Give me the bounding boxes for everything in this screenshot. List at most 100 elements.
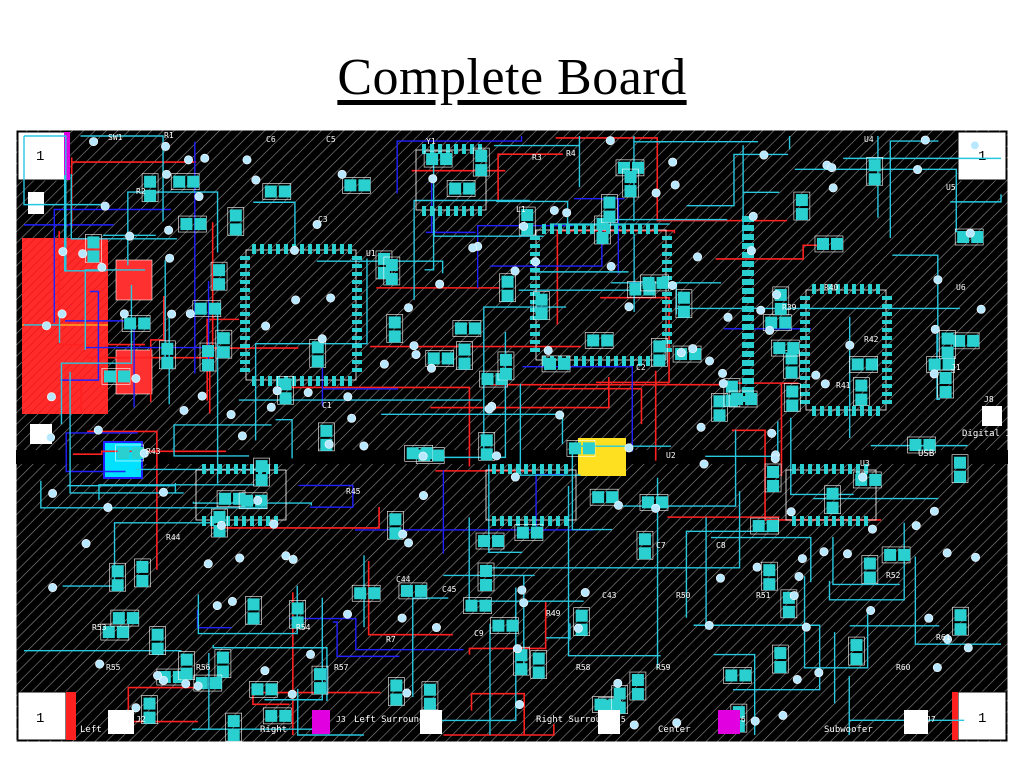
ic-pin (662, 300, 672, 304)
trace (623, 430, 737, 507)
pad (606, 491, 619, 504)
pad (173, 175, 186, 188)
trace (253, 201, 296, 247)
via (580, 588, 590, 598)
pad (941, 346, 954, 359)
ic-pin (258, 516, 262, 526)
ic-pin (324, 244, 328, 254)
ic-pin (540, 464, 544, 474)
via (819, 547, 829, 557)
ic-pin (882, 352, 892, 356)
pad (787, 342, 800, 355)
via (814, 668, 824, 678)
smd-pads (85, 147, 984, 742)
ic-pin (274, 464, 278, 474)
pad (264, 185, 277, 198)
component-footprint (651, 338, 668, 367)
pad (161, 356, 174, 369)
trace (275, 386, 471, 467)
via (943, 634, 953, 644)
component-footprint (170, 173, 200, 191)
trace (803, 576, 869, 669)
pad (87, 236, 100, 249)
pad (869, 473, 882, 486)
pad (785, 366, 798, 379)
component-footprint (289, 600, 306, 629)
designator-label: C9 (474, 629, 484, 638)
designator-label: R43 (146, 447, 161, 456)
component-footprint (541, 355, 571, 373)
connector-right-surround (598, 710, 620, 734)
pad (400, 584, 413, 597)
via (605, 136, 615, 146)
trace (710, 536, 812, 583)
pad (763, 564, 776, 577)
via (924, 613, 934, 623)
corner-num-bl: 1 (36, 711, 44, 727)
ic-pin (348, 376, 352, 386)
via (963, 643, 973, 653)
header-pin (742, 351, 754, 357)
ic-pin (234, 516, 238, 526)
via (510, 266, 520, 276)
via (100, 201, 110, 211)
ic-pin (662, 340, 672, 344)
ic-pin (662, 348, 672, 352)
via (287, 689, 297, 699)
pad (102, 626, 115, 639)
via (194, 192, 204, 202)
component-footprint (478, 432, 496, 461)
component-footprint (636, 530, 654, 560)
ic-pin (516, 464, 520, 474)
ic-pin (574, 224, 578, 234)
component-footprint (849, 356, 879, 373)
ic-pin (530, 244, 540, 248)
pad (499, 353, 512, 366)
component-footprint (824, 485, 841, 515)
label-left: Left (80, 725, 102, 735)
pad (111, 579, 124, 592)
pad (311, 355, 324, 368)
designator-label: R53 (92, 623, 107, 632)
pad (126, 612, 139, 625)
ic-pin (840, 464, 844, 474)
connector-subwoofer (904, 710, 928, 734)
ic-pin (882, 328, 892, 332)
pad (782, 605, 795, 618)
ic-pin (240, 312, 250, 316)
via (203, 559, 213, 569)
trace (196, 609, 232, 629)
pad (388, 316, 401, 329)
pad (480, 434, 493, 447)
via (911, 521, 921, 531)
ic-pin (530, 284, 540, 288)
via (651, 503, 661, 513)
trace (832, 536, 900, 586)
pad (216, 665, 229, 678)
ic-pin (852, 406, 856, 416)
ic-pin (316, 376, 320, 386)
pad (501, 289, 514, 302)
pad (278, 185, 291, 198)
designator-label: J2 (136, 715, 146, 724)
label-right-surround: Right Surround (536, 715, 612, 725)
trace (210, 507, 380, 529)
component-footprint (214, 649, 232, 678)
ic-pin (340, 244, 344, 254)
trace (892, 254, 939, 353)
designator-label: J8 (984, 395, 994, 404)
ic-pin (590, 356, 594, 366)
pad (202, 359, 215, 372)
component-footprint (225, 712, 243, 742)
pad (227, 715, 240, 728)
ic-pin (530, 276, 540, 280)
pad (587, 334, 600, 347)
pad (144, 175, 157, 188)
ic-pin (824, 464, 828, 474)
component-footprint (477, 562, 495, 592)
ic-pin (792, 464, 796, 474)
pad (941, 332, 954, 345)
via (693, 252, 703, 262)
via (158, 487, 168, 497)
ic-pin (662, 236, 672, 240)
